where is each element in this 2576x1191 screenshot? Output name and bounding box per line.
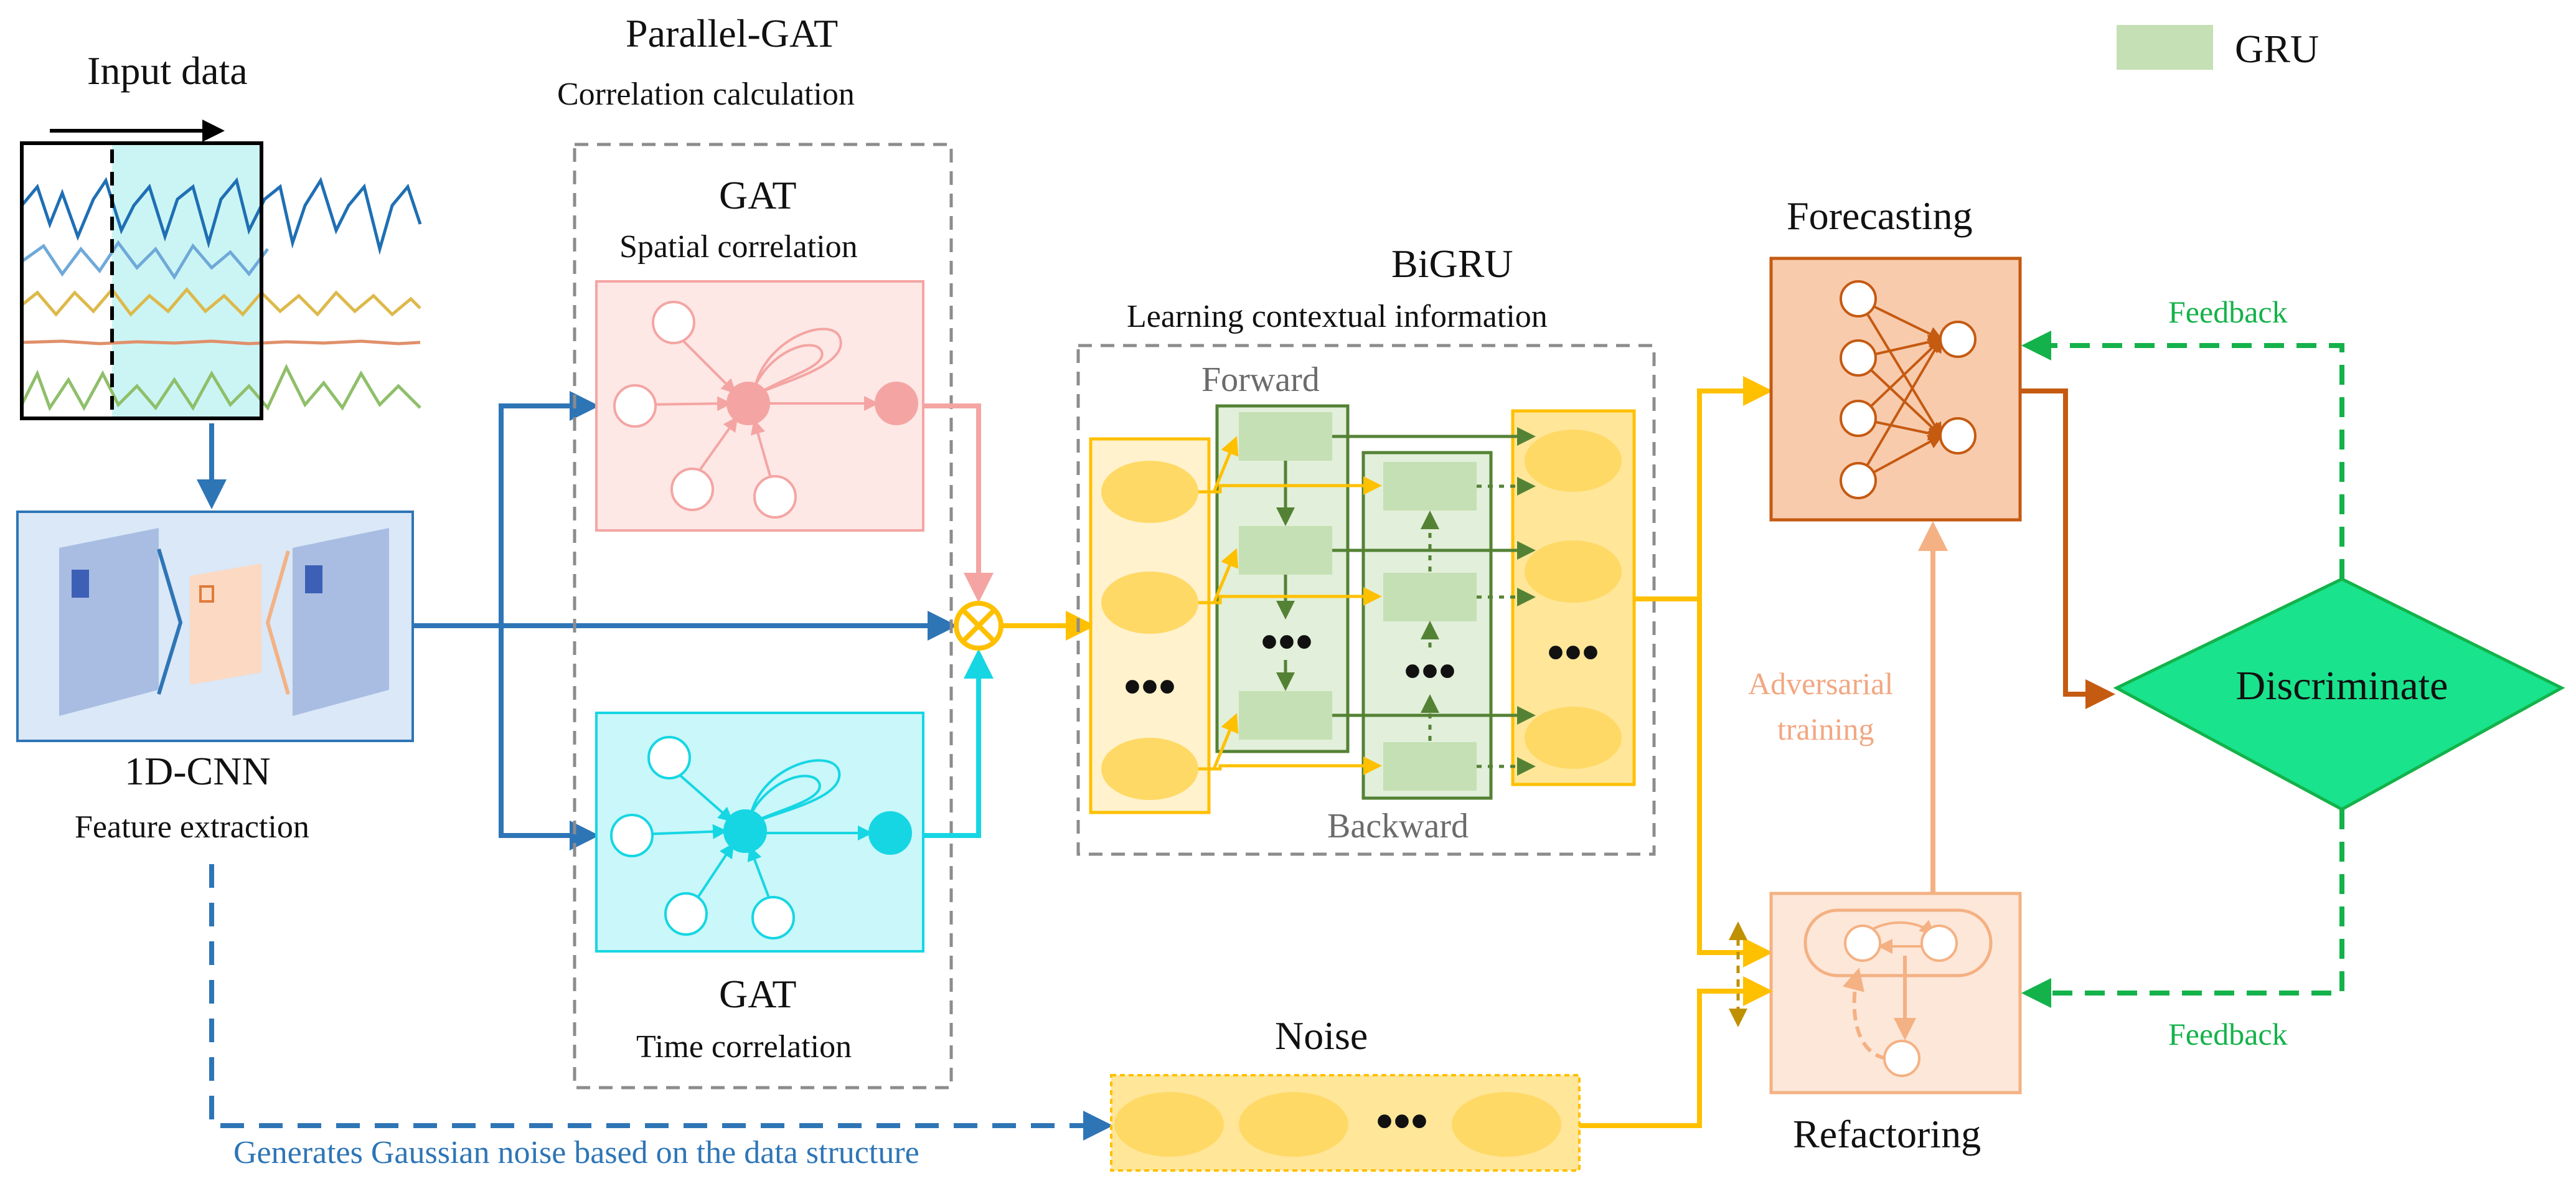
bigru-backward-ellipsis: ••• <box>1404 644 1456 699</box>
legend-gru-swatch <box>2117 25 2213 70</box>
bigru-output-ellipsis: ••• <box>1547 626 1599 680</box>
cnn-subtitle: Feature extraction <box>75 809 309 845</box>
adversarial-label-line2: training <box>1777 712 1874 746</box>
forecasting-panel <box>1769 257 2022 522</box>
cnn-conv-left-line <box>157 548 183 695</box>
parallel-gat-group: Parallel-GAT Correlation calculation <box>557 11 953 1090</box>
noise-cell <box>1114 1092 1224 1157</box>
bigru-output-cell <box>1525 707 1622 769</box>
cnn-block: 1D-CNN Feature extraction <box>16 511 414 845</box>
arrow-forecasting-to-discriminate <box>2020 388 2115 709</box>
bigru-output-cell <box>1525 430 1622 492</box>
parallel-gat-dashed-box <box>573 143 953 1090</box>
legend: GRU <box>2117 25 2319 71</box>
arrow-gat-spatial-to-fusion <box>923 403 994 603</box>
refactoring-title: Refactoring <box>1793 1112 1981 1156</box>
bigru-group: BiGRU Learning contextual information ••… <box>1076 242 1656 856</box>
forecasting-title: Forecasting <box>1787 194 1973 238</box>
bigru-input-cell <box>1101 572 1198 634</box>
refactoring-network <box>1803 908 1993 1077</box>
noise-block: Noise ••• <box>1110 1014 1581 1172</box>
cnn-output-layer <box>293 528 389 716</box>
bigru-subtitle: Learning contextual information <box>1127 299 1548 334</box>
bigru-input-ellipsis: ••• <box>1124 660 1176 715</box>
cnn-input-layer <box>59 528 159 716</box>
gat-spatial-subtitle: Spatial correlation <box>619 229 858 265</box>
gat-spatial-graph <box>613 301 918 519</box>
cnn-title: 1D-CNN <box>125 749 271 793</box>
parallel-gat-title: Parallel-GAT <box>626 11 838 55</box>
input-data-title: Input data <box>87 49 248 93</box>
gat-spatial-block: GAT Spatial correlation <box>595 173 924 532</box>
feedback-top-path <box>2021 331 2344 579</box>
gaussian-noise-note: Generates Gaussian noise based on the da… <box>233 1135 919 1170</box>
gru-cell-backward <box>1383 742 1477 791</box>
gru-cell-forward <box>1239 691 1332 740</box>
gaussian-noise-path: Generates Gaussian noise based on the da… <box>209 864 1113 1170</box>
feedback-bottom-path <box>2021 809 2344 1008</box>
input-timeseries-plot <box>20 177 422 412</box>
gat-time-graph <box>610 736 912 939</box>
legend-gru-label: GRU <box>2235 27 2319 71</box>
refactoring-block: Refactoring <box>1769 892 2022 1156</box>
noise-cell <box>1239 1092 1348 1157</box>
cnn-output-kernel <box>305 565 322 593</box>
parallel-gat-subtitle: Correlation calculation <box>557 77 855 112</box>
discriminate-label: Discriminate <box>2236 663 2448 708</box>
bigru-backward-label: Backward <box>1327 807 1469 845</box>
feedback-bottom-label: Feedback <box>2168 1017 2288 1052</box>
gat-time-subtitle: Time correlation <box>636 1029 852 1065</box>
noise-title: Noise <box>1275 1014 1368 1058</box>
fusion-multiply-node <box>954 601 1004 651</box>
input-data-panel: Input data <box>20 49 422 420</box>
cnn-feature-map <box>190 563 261 685</box>
noise-ellipsis: ••• <box>1376 1094 1428 1149</box>
gru-cell-forward <box>1239 412 1332 461</box>
cnn-feature-kernel <box>199 585 214 603</box>
gru-cell-forward <box>1239 526 1332 575</box>
gat-time-block: GAT Time correlation <box>595 712 924 1065</box>
noise-cell <box>1452 1092 1561 1157</box>
feedback-arrows: Feedback Feedback <box>2021 294 2344 1052</box>
adversarial-training: Adversarial training <box>1748 521 1948 893</box>
bigru-forward-label: Forward <box>1201 360 1320 399</box>
bigru-title: BiGRU <box>1391 242 1513 286</box>
gru-cell-backward <box>1383 573 1477 621</box>
bigru-input-cell <box>1101 738 1198 800</box>
cnn-input-kernel <box>72 570 89 598</box>
cnn-conv-right-line <box>265 550 290 695</box>
discriminate-block: Discriminate <box>2113 577 2565 811</box>
arrow-noise-to-refactoring <box>1579 976 1773 1128</box>
bigru-input-connectors <box>1198 436 1382 775</box>
gat-time-title: GAT <box>719 972 796 1016</box>
gat-spatial-title: GAT <box>719 173 796 217</box>
bigru-forward-output-connectors <box>1332 427 1536 725</box>
forecasting-block: Forecasting <box>1769 194 2022 522</box>
feedback-top-label: Feedback <box>2168 294 2288 329</box>
forecasting-network <box>1840 280 1977 499</box>
adversarial-label-line1: Adversarial <box>1748 666 1893 701</box>
bigru-input-cell <box>1101 461 1198 523</box>
bigru-output-cell <box>1525 540 1622 603</box>
input-window-dashed <box>110 141 263 420</box>
bigru-backward-output-connectors <box>1477 477 1536 776</box>
arrow-gat-time-to-fusion <box>923 649 994 838</box>
gru-cell-backward <box>1383 462 1477 511</box>
cnn-output-connectors <box>413 391 957 850</box>
input-window-highlight <box>112 143 261 418</box>
